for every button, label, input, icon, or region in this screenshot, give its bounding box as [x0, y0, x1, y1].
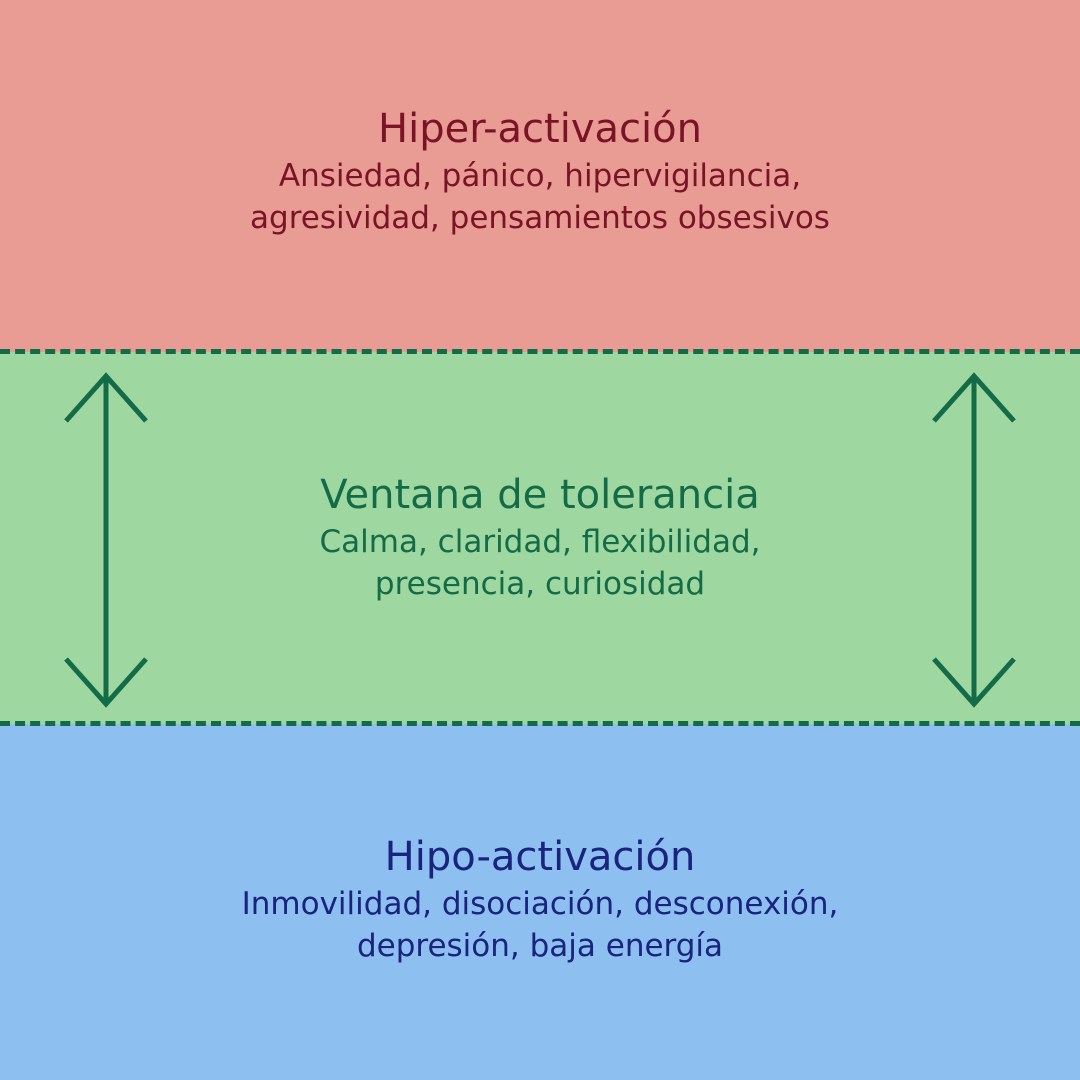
tolerance-window-description: Calma, claridad, flexibilidad, presencia… [320, 522, 761, 606]
hypo-activation-title: Hipo-activación [384, 834, 696, 881]
hypo-activation-description-line: Inmovilidad, disociación, desconexión, [241, 886, 839, 923]
double-vertical-arrow-icon [932, 372, 1016, 708]
double-vertical-arrow-icon [64, 372, 148, 708]
tolerance-window-title: Ventana de tolerancia [320, 472, 760, 519]
hyper-activation-description-line: agresividad, pensamientos obsesivos [250, 200, 830, 236]
hypo-activation-zone: Hipo-activación Inmovilidad, disociación… [0, 724, 1080, 1080]
hyper-activation-description-line: Ansiedad, pánico, hipervigilancia, [278, 158, 802, 195]
hyper-activation-zone: Hiper-activación Ansiedad, pánico, hiper… [0, 0, 1080, 352]
tolerance-window-zone: Ventana de tolerancia Calma, claridad, f… [0, 352, 1080, 724]
upper-threshold-divider [0, 349, 1080, 354]
hyper-activation-title: Hiper-activación [378, 106, 702, 153]
hyper-activation-description: Ansiedad, pánico, hipervigilancia, agres… [250, 156, 830, 240]
lower-threshold-divider [0, 721, 1080, 726]
tolerance-window-description-line: Calma, claridad, flexibilidad, [319, 524, 761, 561]
tolerance-window-description-line: presencia, curiosidad [374, 566, 706, 602]
hypo-activation-description: Inmovilidad, disociación, desconexión, d… [242, 884, 839, 968]
hypo-activation-description-line: depresión, baja energía [356, 928, 724, 964]
